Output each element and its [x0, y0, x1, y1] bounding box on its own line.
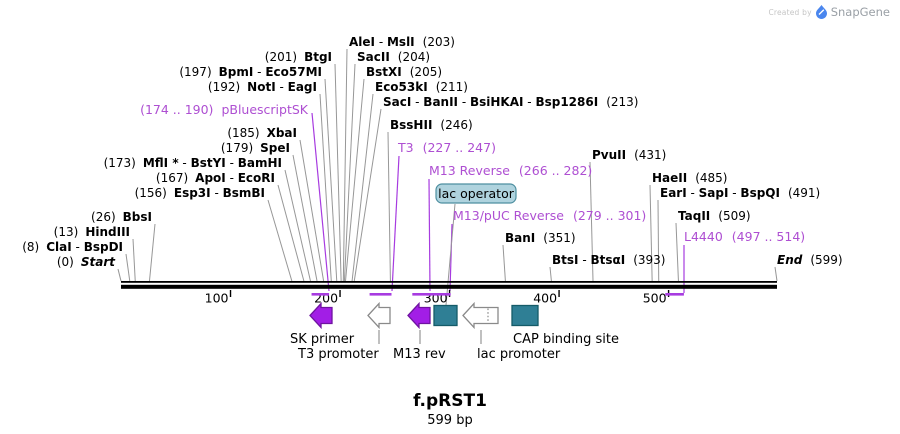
primer-line-pBluescriptSK [311, 112, 330, 292]
sequence-line-bottom [121, 284, 777, 289]
callout-line-HaeII [649, 184, 653, 282]
enzyme-label-BpmI[interactable]: (197)BpmI - Eco57MI [179, 65, 322, 79]
callout-line-EarI [657, 199, 660, 282]
callout-line-SacII [343, 63, 356, 282]
title-block: f.pRST1 599 bp [0, 391, 900, 428]
snapgene-logo-icon [815, 5, 827, 19]
callout-line-ApoI [277, 184, 305, 282]
ruler-label-100: 100 [205, 291, 229, 306]
primer-label-L4440[interactable]: L4440(497 .. 514) [684, 229, 805, 244]
enzyme-label-BtsI[interactable]: BtsI - BtsαI(393) [552, 253, 665, 267]
enzyme-label-BssHII[interactable]: BssHII(246) [390, 118, 473, 132]
callout-line-NotI [319, 93, 332, 282]
primer-range-bar-M13pUCReverse[interactable] [426, 293, 451, 296]
snapgene-watermark: Created by SnapGene [768, 5, 890, 19]
enzyme-label-Eco53kI[interactable]: Eco53kI(211) [375, 80, 468, 94]
enzyme-label-NotI[interactable]: (192)NotI - EagI [208, 80, 317, 94]
primer-label-M13pUCReverse[interactable]: M13/pUC Reverse(279 .. 301) [453, 208, 646, 223]
enzyme-label-BanI[interactable]: BanI(351) [505, 231, 576, 245]
enzyme-label-AleI[interactable]: AleI - MslI(203) [349, 35, 455, 49]
feature-m13-rev-arrow[interactable] [407, 301, 431, 330]
feature-label-lac-promoter[interactable]: lac promoter [477, 347, 561, 362]
callout-line-XbaI [299, 139, 325, 282]
enzyme-label-SpeI[interactable]: (179)SpeI [221, 141, 290, 155]
callout-line-End [774, 266, 778, 282]
feature-t3-promoter-arrow[interactable] [367, 301, 391, 330]
feature-sk-primer-arrow[interactable] [309, 301, 333, 330]
ruler-label-300: 300 [424, 291, 448, 306]
primer-range-bar-T3[interactable] [369, 293, 392, 296]
enzyme-label-SacI[interactable]: SacI - BanII - BsiHKAI - Bsp1286I(213) [383, 95, 638, 109]
sequence-length: 599 bp [427, 413, 473, 428]
ruler-label-200: 200 [314, 291, 338, 306]
feature-lac-promoter-arrow[interactable] [462, 301, 499, 330]
feature-label-cap-binding-site[interactable]: CAP binding site [513, 332, 619, 347]
primer-line-T3 [391, 155, 400, 292]
primer-label-pBluescriptSK[interactable]: (174 .. 190)pBluescriptSK [140, 102, 309, 117]
callout-line-TaqII [675, 222, 679, 282]
enzyme-label-ClaI[interactable]: (8)ClaI - BspDI [22, 240, 123, 254]
lac-operator-tag-box[interactable] [435, 183, 517, 204]
created-by-text: Created by [768, 7, 812, 17]
callout-line-AleI [342, 48, 348, 282]
primer-range-bar-M13Reverse[interactable] [412, 293, 430, 296]
callout-line-HindIII [132, 238, 136, 282]
callout-line-BpmI [324, 78, 338, 282]
callout-line-Esp3I [267, 199, 293, 282]
enzyme-label-TaqII[interactable]: TaqII(509) [678, 209, 751, 223]
callout-line-PvuII [589, 161, 594, 282]
lac-operator-tag-label[interactable]: lac operator [438, 186, 515, 201]
callout-line-BssHII [387, 131, 391, 282]
enzyme-label-BtgI[interactable]: (201)BtgI [265, 50, 332, 64]
feature-cap-binding-site-box[interactable] [511, 304, 539, 327]
enzyme-label-HaeII[interactable]: HaeII(485) [652, 171, 728, 185]
enzyme-label-ApoI[interactable]: (167)ApoI - EcoRI [156, 171, 275, 185]
enzyme-label-Esp3I[interactable]: (156)Esp3I - BsmBI [135, 186, 265, 200]
enzyme-label-BbsI[interactable]: (26)BbsI [91, 210, 152, 224]
callout-line-BbsI [148, 223, 156, 282]
enzyme-label-XbaI[interactable]: (185)XbaI [227, 126, 297, 140]
enzyme-label-PvuII[interactable]: PvuII(431) [592, 148, 666, 162]
enzyme-label-MflI[interactable]: (173)MflI * - BstYI - BamHI [104, 156, 282, 170]
feature-label-t3-promoter[interactable]: T3 promoter [297, 347, 379, 362]
callout-line-Eco53kI [351, 93, 374, 282]
sequence-line-top [121, 281, 777, 283]
ruler-label-500: 500 [643, 291, 667, 306]
enzyme-label-EarI[interactable]: EarI - SapI - BspQI(491) [660, 186, 820, 200]
enzyme-label-BstXI[interactable]: BstXI(205) [366, 65, 442, 79]
primer-label-M13Reverse[interactable]: M13 Reverse(266 .. 282) [429, 163, 592, 178]
callout-line-SacI [353, 108, 382, 282]
primer-label-T3[interactable]: T3(227 .. 247) [397, 140, 496, 155]
callout-line-SpeI [292, 154, 318, 282]
primer-line-M13pUCReverse [449, 223, 453, 292]
callout-line-BtsI [549, 266, 552, 282]
feature-label-m13-rev[interactable]: M13 rev [393, 347, 446, 362]
feature-lac-operator-box[interactable] [433, 304, 458, 327]
primer-range-bar-pBluescriptSK[interactable] [311, 293, 330, 296]
sequence-title: f.pRST1 [413, 391, 487, 411]
ruler-label-400: 400 [533, 291, 557, 306]
primer-range-bar-L4440[interactable] [665, 293, 684, 296]
callout-line-BanI [502, 244, 506, 282]
callout-line-BtgI [334, 63, 342, 282]
enzyme-label-Start[interactable]: (0)Start [57, 255, 116, 269]
enzyme-label-SacII[interactable]: SacII(204) [357, 50, 430, 64]
callout-line-MflI [284, 169, 311, 282]
callout-line-ClaI [125, 253, 131, 282]
primer-line-M13Reverse [428, 178, 431, 292]
feature-label-sk-primer[interactable]: SK primer [290, 332, 355, 347]
enzyme-label-HindIII[interactable]: (13)HindIII [54, 225, 130, 239]
callout-line-BstXI [345, 78, 365, 282]
snapgene-brand-text: SnapGene [830, 5, 890, 19]
enzyme-label-End[interactable]: End(599) [777, 253, 843, 267]
callout-line-Start [117, 268, 122, 282]
